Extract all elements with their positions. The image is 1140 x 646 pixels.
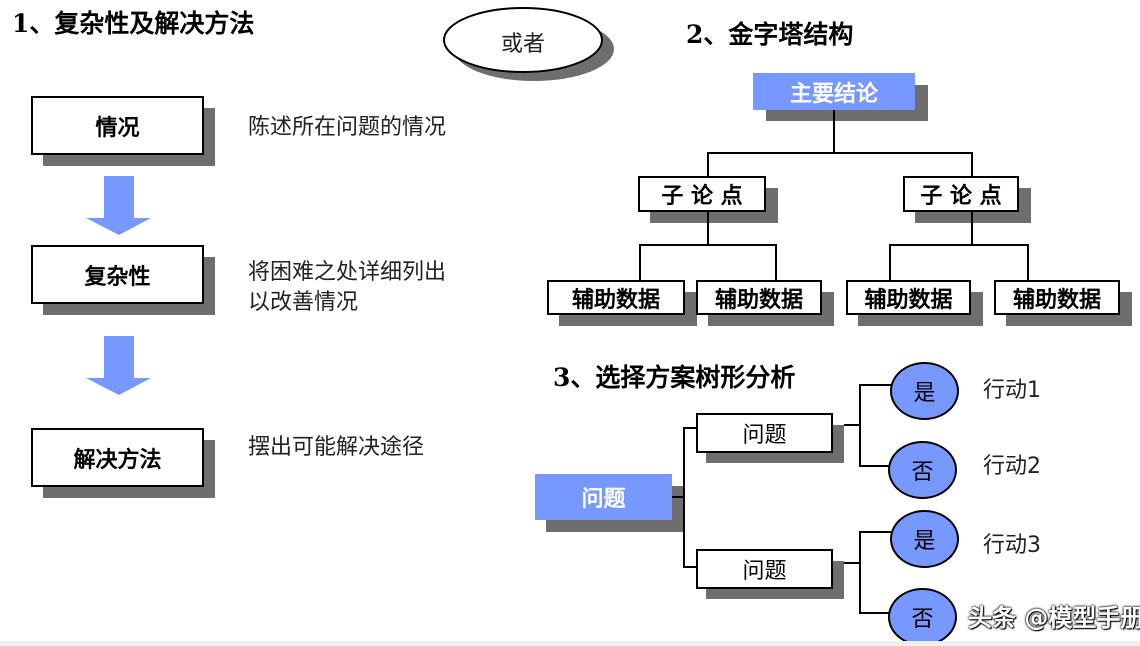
step-complexity: 复杂性 [31, 245, 204, 304]
watermark: 头条 @模型手册 [968, 604, 1140, 632]
pyramid-leaf-1: 辅助数据 [547, 280, 685, 315]
bottom-band [0, 641, 1140, 646]
option-yes-2: 是 [890, 510, 959, 568]
option-no-2: 否 [888, 588, 957, 646]
down-arrow-icon [86, 176, 151, 235]
section1-title: 1、复杂性及解决方法 [12, 9, 255, 38]
step-situation: 情况 [31, 96, 204, 155]
step-complexity-desc-2: 以改善情况 [248, 290, 359, 315]
step-situation-desc: 陈述所在问题的情况 [248, 115, 447, 140]
or-label: 或者 [500, 32, 545, 57]
action-3: 行动3 [983, 533, 1041, 558]
section2-title: 2、金字塔结构 [686, 20, 854, 49]
option-no-1: 否 [888, 441, 957, 499]
pyramid-sub-1: 子 论 点 [638, 176, 766, 212]
tree-question-1: 问题 [696, 413, 833, 453]
pyramid-leaf-3: 辅助数据 [846, 280, 971, 315]
action-2: 行动2 [983, 454, 1041, 479]
action-1: 行动1 [983, 378, 1041, 403]
step-complexity-desc-1: 将困难之处详细列出 [248, 260, 447, 285]
step-solution: 解决方法 [31, 428, 204, 487]
pyramid-leaf-2: 辅助数据 [696, 280, 822, 315]
option-yes-1: 是 [890, 362, 959, 420]
down-arrow-icon [86, 336, 151, 395]
pyramid-sub-2: 子 论 点 [903, 176, 1019, 212]
or-ellipse: 或者 [443, 6, 617, 84]
step-solution-desc: 摆出可能解决途径 [248, 435, 425, 460]
pyramid-root: 主要结论 [753, 73, 915, 110]
tree-root: 问题 [535, 474, 672, 520]
tree-question-2: 问题 [696, 549, 833, 589]
pyramid-leaf-4: 辅助数据 [994, 280, 1120, 315]
section3-title: 3、选择方案树形分析 [553, 363, 796, 392]
